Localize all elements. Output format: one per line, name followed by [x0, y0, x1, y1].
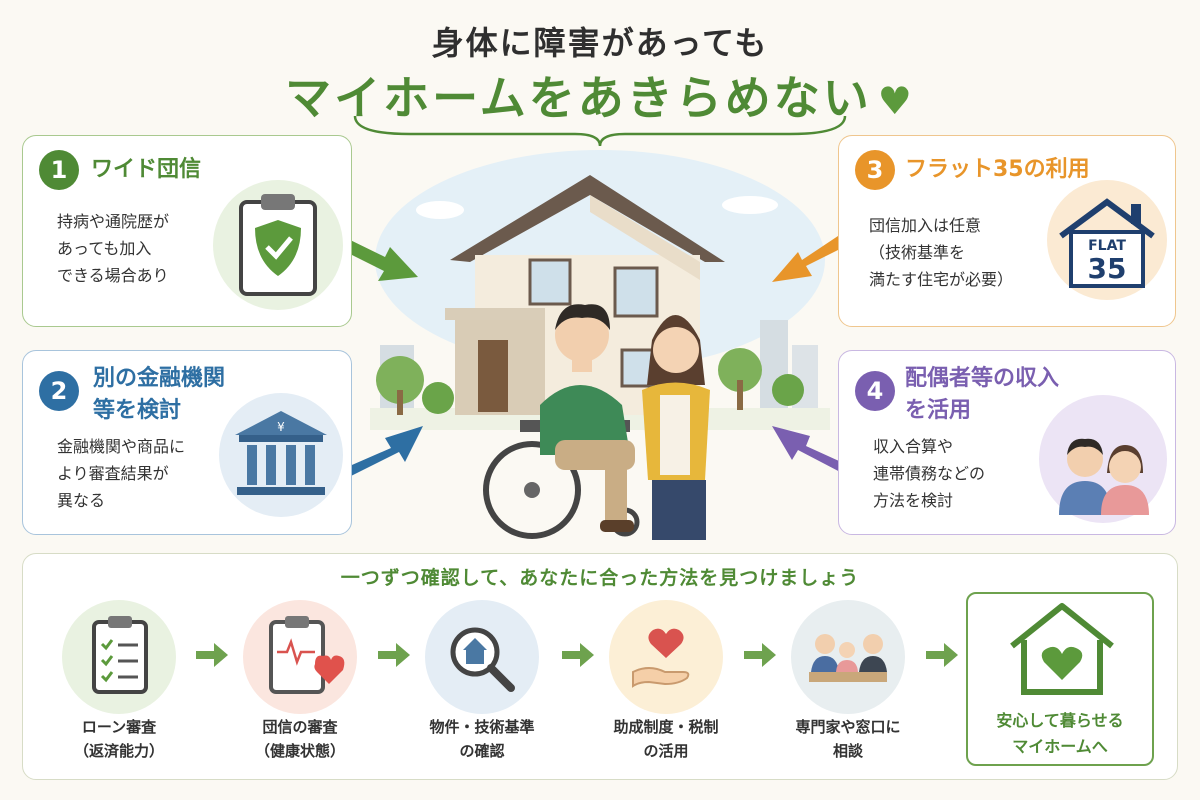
step-label-property: 物件・技術基準 の確認 — [429, 718, 535, 760]
process-title: 一つずつ確認して、あなたに合った方法を見つけましょう — [340, 567, 860, 589]
bank-icon: ¥ — [219, 393, 343, 517]
final-goal-label: 安心して暮らせる マイホームへ — [996, 711, 1124, 756]
heart-house-icon — [1010, 603, 1114, 695]
arrow-card2 — [345, 426, 423, 476]
flat35-house-icon: FLAT 35 — [1047, 180, 1167, 300]
arrow-right-icon — [744, 643, 776, 667]
heart-icon: ♥ — [877, 79, 915, 123]
card-title: 配偶者等の収入 を活用 — [905, 366, 1060, 423]
card-flat35: 3 フラット35の利用 団信加入は任意 （技術基準を 満たす住宅が必要） FLA… — [838, 135, 1176, 327]
card-title: フラット35の利用 — [905, 157, 1090, 182]
final-goal-box — [966, 592, 1154, 766]
flat35-number: 35 — [1087, 252, 1127, 285]
couple-icon — [1039, 395, 1167, 523]
svg-text:¥: ¥ — [277, 420, 285, 434]
arrow-right-icon — [562, 643, 594, 667]
arrow-card4 — [772, 426, 850, 474]
house-search-icon — [425, 600, 539, 714]
card-body: 金融機関や商品に より審査結果が 異なる — [57, 437, 186, 510]
arrow-card3 — [772, 232, 850, 282]
flat35-label: FLAT — [1088, 238, 1126, 254]
card-other-bank: 2 別の金融機関 等を検討 金融機関や商品に より審査結果が 異なる ¥ — [22, 350, 352, 535]
heart-hand-icon — [609, 600, 723, 714]
card-number: 1 — [39, 150, 79, 190]
step-label-danshin: 団信の審査 （健康状態） — [254, 718, 345, 760]
arrow-right-icon — [378, 643, 410, 667]
card-spouse-income: 4 配偶者等の収入 を活用 収入合算や 連帯債務などの 方法を検討 — [838, 350, 1176, 535]
title-main-text: マイホームをあきらめない — [285, 71, 872, 125]
card-title: 別の金融機関 等を検討 — [93, 366, 226, 423]
card-number: 3 — [855, 150, 895, 190]
card-body: 持病や通院歴が あっても加入 できる場合あり — [57, 212, 170, 285]
step-label-loan: ローン審査 （返済能力） — [73, 718, 164, 760]
card-number: 4 — [855, 371, 895, 411]
card-number: 2 — [39, 371, 79, 411]
card-wide-danshin: 1 ワイド団信 持病や通院歴が あっても加入 できる場合あり — [22, 135, 352, 327]
arrow-card1 — [340, 235, 418, 281]
brace-decoration — [353, 115, 847, 147]
card-body: 団信加入は任意 （技術基準を 満たす住宅が必要） — [869, 216, 1014, 289]
consultation-icon — [791, 600, 905, 714]
arrow-right-icon — [196, 643, 228, 667]
title-line2: マイホームをあきらめない♥ — [0, 62, 1200, 128]
card-body: 収入合算や 連帯債務などの 方法を検討 — [873, 437, 986, 510]
clipboard-shield-icon — [213, 180, 343, 310]
arrow-right-icon — [926, 643, 958, 667]
step-label-subsidy: 助成制度・税制 の活用 — [613, 718, 719, 760]
card-title: ワイド団信 — [91, 157, 202, 182]
step-label-consult: 専門家や窓口に 相談 — [795, 718, 901, 760]
checklist-icon — [62, 600, 176, 714]
health-clipboard-icon — [243, 600, 357, 714]
house-family-illustration — [370, 150, 830, 540]
title-line1: 身体に障害があっても — [431, 24, 769, 62]
